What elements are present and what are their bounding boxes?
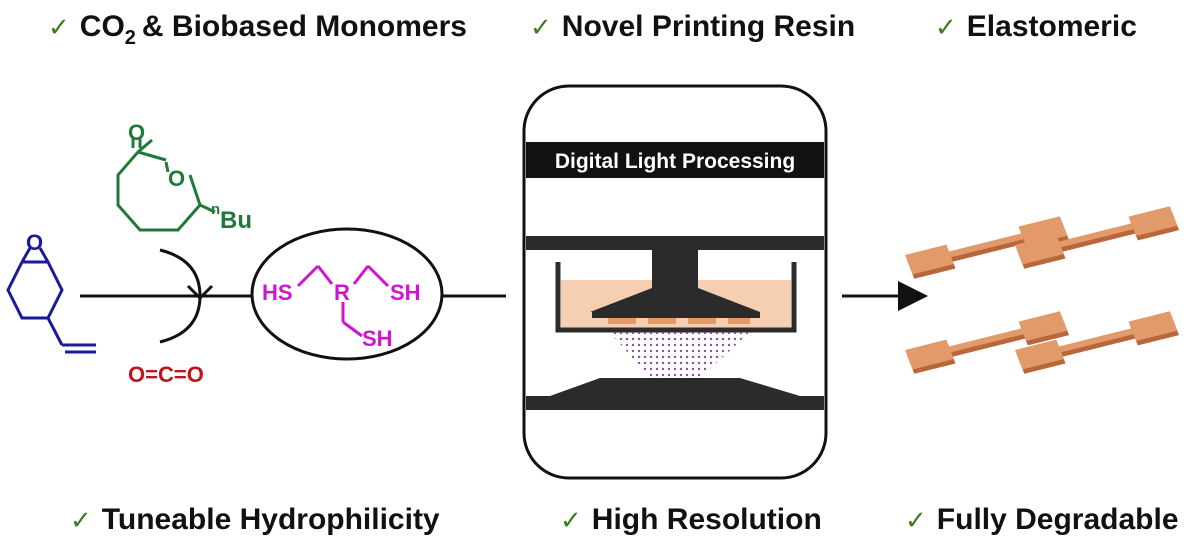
- feature-text: Elastomeric: [966, 10, 1137, 43]
- lactone-ring-oxygen: O: [168, 166, 185, 191]
- dogbone-specimen: [1015, 311, 1180, 374]
- light-cone: [608, 330, 752, 378]
- build-head: [590, 288, 760, 312]
- check-icon: ✓: [560, 506, 582, 536]
- build-platform: [592, 312, 760, 318]
- dogbone-specimens: [905, 206, 1180, 374]
- co2-molecule: O=C=O: [128, 362, 204, 387]
- thiol-sh-right: SH: [390, 280, 421, 305]
- thiol-molecule: [296, 264, 390, 338]
- butyl-label: Bu: [220, 207, 252, 234]
- dogbone-specimen: [1015, 206, 1180, 269]
- printer-header: [526, 142, 824, 178]
- check-icon: ✓: [70, 506, 92, 536]
- thiol-center-r: R: [334, 280, 350, 305]
- co2-subscript: 2: [124, 27, 136, 49]
- epoxide-oxygen: O: [26, 230, 43, 255]
- feature-fully-degradable: ✓ Fully Degradable: [905, 505, 1179, 535]
- thiol-sh-bottom: SH: [362, 326, 393, 351]
- co2-text: CO: [79, 10, 125, 43]
- feature-novel-resin: ✓ Novel Printing Resin: [530, 12, 855, 42]
- thiol-hs-left: HS: [262, 280, 293, 305]
- feature-text: Novel Printing Resin: [561, 10, 856, 43]
- feature-text: Tuneable Hydrophilicity: [101, 503, 440, 536]
- epoxide-molecule: [6, 247, 96, 354]
- check-icon: ✓: [935, 13, 957, 43]
- thiol-ellipse: [250, 227, 444, 361]
- biobased-text: & Biobased Monomers: [141, 10, 467, 43]
- printer-bottom-plate: [526, 396, 824, 410]
- feature-text: Fully Degradable: [936, 503, 1179, 536]
- check-icon: ✓: [530, 13, 552, 43]
- dogbone-specimen: [905, 216, 1070, 279]
- projector-base: [550, 378, 800, 396]
- butyl-superscript: n: [211, 201, 220, 218]
- check-icon: ✓: [905, 506, 927, 536]
- arrow-tip: [186, 284, 214, 301]
- dogbone-specimen: [905, 311, 1070, 374]
- lactone-carbonyl-oxygen: O: [128, 120, 145, 145]
- lactone-molecule: [116, 138, 216, 232]
- feature-high-resolution: ✓ High Resolution: [560, 505, 822, 535]
- printer-top-plate: [526, 236, 824, 250]
- build-stem: [652, 250, 698, 290]
- check-icon: ✓: [48, 13, 70, 43]
- feature-tuneable-hydrophilicity: ✓ Tuneable Hydrophilicity: [70, 505, 440, 535]
- printed-layers: [608, 318, 750, 324]
- feature-co2-biobased: ✓ CO2& Biobased Monomers: [48, 10, 467, 49]
- feature-text: High Resolution: [591, 503, 822, 536]
- printer-label: Digital Light Processing: [555, 150, 795, 173]
- feature-elastomeric: ✓ Elastomeric: [935, 12, 1137, 42]
